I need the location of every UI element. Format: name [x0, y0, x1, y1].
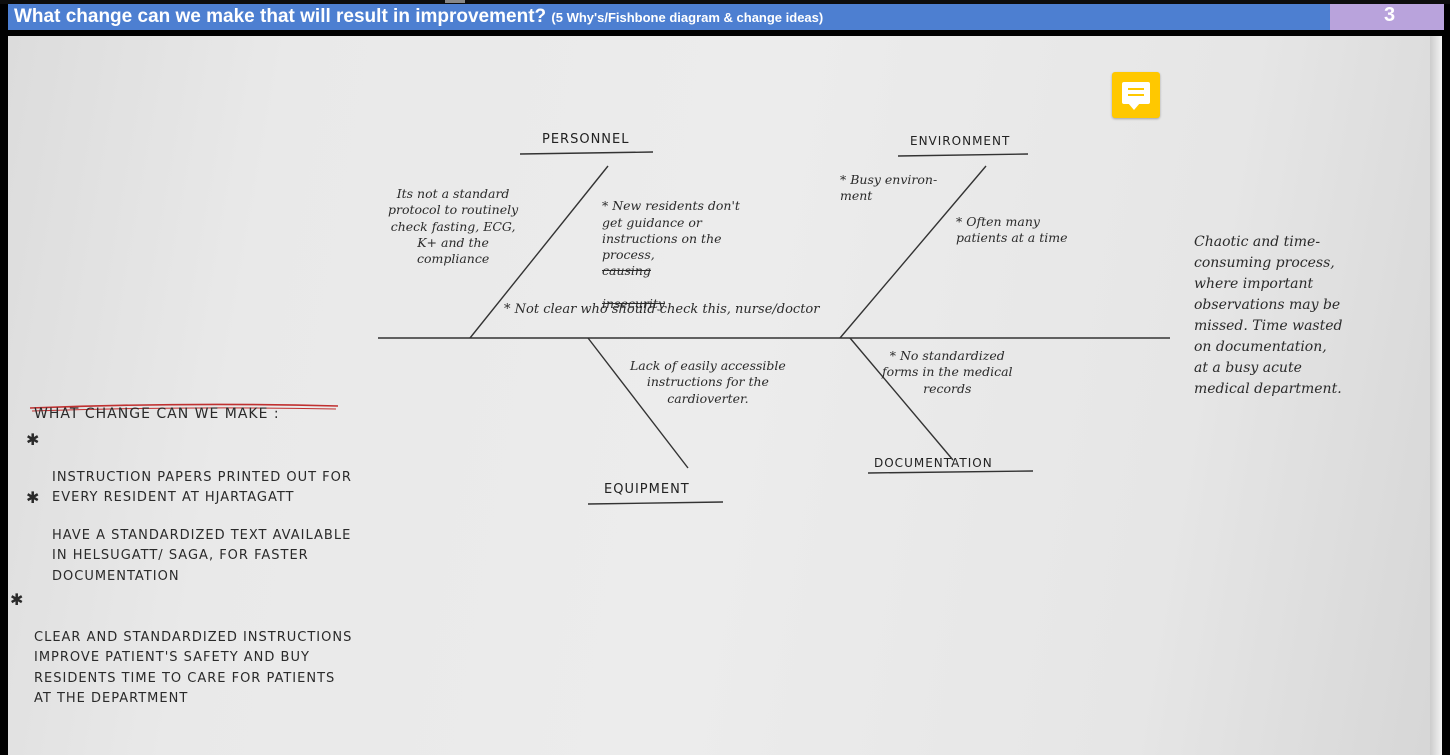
comment-line-1 — [1128, 88, 1144, 90]
cause-environment-patients: * Often many patients at a time — [956, 214, 1068, 246]
cause-documentation-forms: * No standardized forms in the medical r… — [882, 348, 1013, 396]
underline-personnel — [519, 151, 654, 155]
underline-environment — [897, 153, 1029, 157]
comment-icon[interactable] — [1112, 72, 1160, 118]
comment-line-2 — [1128, 94, 1144, 96]
changes-heading-text: What change can we make — [34, 405, 269, 422]
slide-header: What change can we make that will result… — [0, 0, 1450, 36]
heading-underline-2 — [31, 407, 337, 412]
cause-personnel-guidance-struck-1: causing — [602, 263, 651, 279]
paper-edge — [1430, 36, 1442, 755]
bone-documentation — [849, 337, 954, 461]
fishbone-lines — [29, 151, 1170, 505]
change-item-2-bullet: ✱ — [26, 488, 41, 507]
change-item-2-text: Have a standardized text available in He… — [52, 528, 352, 584]
slide-title: What change can we make that will result… — [14, 6, 823, 29]
header-page-badge — [1330, 4, 1444, 30]
cause-personnel-unclear: * Not clear who should check this, nurse… — [504, 302, 820, 317]
underline-documentation — [867, 470, 1034, 474]
category-documentation: Documentation — [874, 456, 993, 470]
category-equipment: Equipment — [604, 482, 690, 497]
category-environment: Environment — [910, 134, 1011, 148]
fishbone-photo: Personnel Environment Equipment Document… — [8, 36, 1442, 755]
underline-equipment — [587, 501, 724, 505]
change-item-3: ✱ Clear and standardized instructions im… — [10, 588, 352, 729]
bone-personnel — [469, 165, 609, 339]
category-personnel: Personnel — [542, 132, 630, 147]
bone-environment — [839, 165, 987, 339]
cause-personnel-guidance-struck-2: insecurity — [602, 295, 665, 311]
cause-environment-busy: * Busy environ- ment — [840, 172, 938, 204]
change-item-1: ✱ Instruction papers printed out for eve… — [26, 428, 352, 529]
change-item-3-text: Clear and standardized instructions impr… — [34, 630, 353, 706]
cause-equipment-instructions: Lack of easily accessible instructions f… — [630, 358, 786, 406]
cause-personnel-protocol: Its not a standard protocol to routinely… — [388, 186, 519, 266]
cause-personnel-guidance: * New residents don't get guidance or in… — [602, 182, 740, 312]
changes-heading: What change can we make : — [34, 405, 280, 422]
slide-title-subtitle: (5 Why's/Fishbone diagram & change ideas… — [551, 10, 824, 25]
page-number: 3 — [1384, 4, 1396, 26]
change-item-1-bullet: ✱ — [26, 430, 41, 449]
heading-underline — [29, 403, 339, 409]
effect-text: Chaotic and time- consuming process, whe… — [1194, 234, 1343, 397]
cause-personnel-guidance-text: * New residents don't get guidance or in… — [602, 198, 740, 262]
top-strip — [0, 0, 1450, 4]
change-item-1-text: Instruction papers printed out for every… — [52, 470, 352, 506]
slide-title-main: What change can we make that will result… — [14, 6, 547, 27]
bone-equipment — [587, 337, 689, 469]
change-item-2: ✱ Have a standardized text available in … — [26, 486, 351, 607]
header-title-bar — [8, 4, 1330, 30]
comment-bubble — [1122, 82, 1150, 110]
change-item-3-bullet: ✱ — [10, 590, 25, 609]
top-strip-mark — [445, 0, 465, 3]
